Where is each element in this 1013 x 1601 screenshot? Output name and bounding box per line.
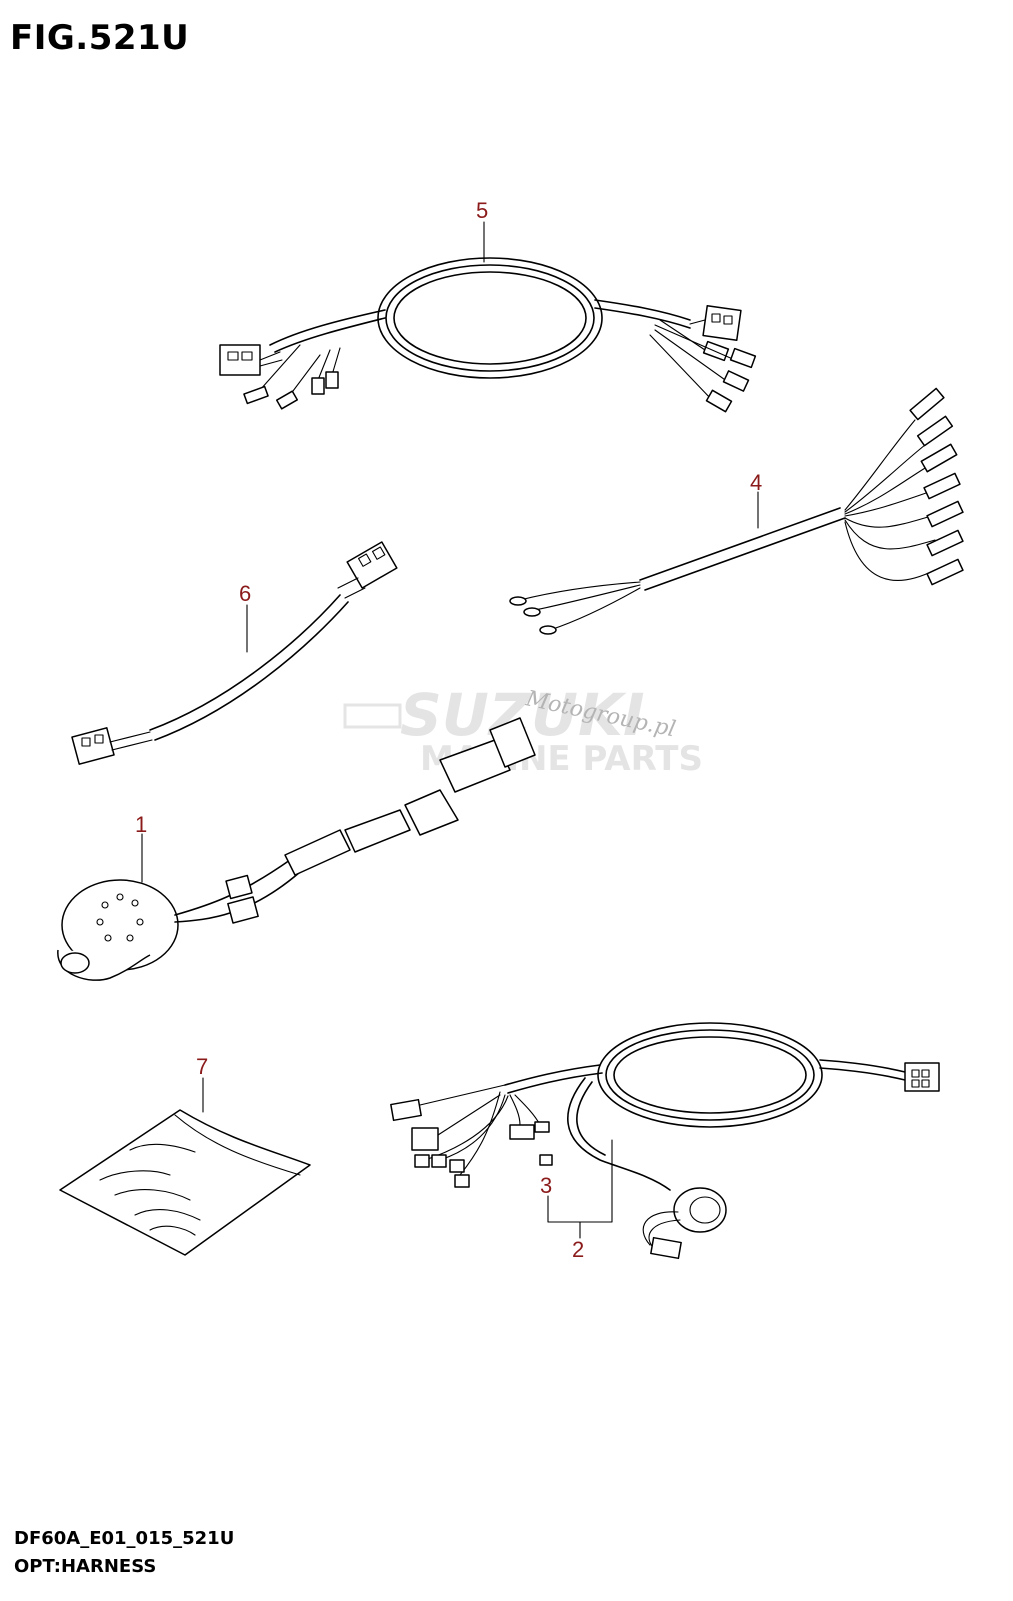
figure-code: DF60A_E01_015_521U bbox=[14, 1528, 235, 1549]
part-3-fuse bbox=[539, 1154, 553, 1166]
callout-3: 3 bbox=[540, 1173, 552, 1198]
part-5-harness bbox=[219, 257, 757, 413]
callout-1: 1 bbox=[135, 812, 147, 837]
callout-4: 4 bbox=[750, 470, 762, 495]
callout-5: 5 bbox=[476, 198, 488, 223]
callout-2: 2 bbox=[572, 1237, 584, 1262]
figure-title: FIG.521U bbox=[10, 18, 190, 58]
part-7-bag bbox=[59, 1109, 311, 1256]
part-4-cable bbox=[509, 387, 964, 635]
figure-name: OPT:HARNESS bbox=[14, 1556, 157, 1577]
callout-7: 7 bbox=[196, 1054, 208, 1079]
callout-6: 6 bbox=[239, 581, 251, 606]
part-2-harness bbox=[390, 1022, 940, 1260]
watermark-logo-mark bbox=[343, 703, 402, 729]
bracket-2 bbox=[547, 1139, 613, 1223]
part-6-harness bbox=[71, 541, 398, 765]
part-1-buzzer bbox=[57, 717, 536, 981]
